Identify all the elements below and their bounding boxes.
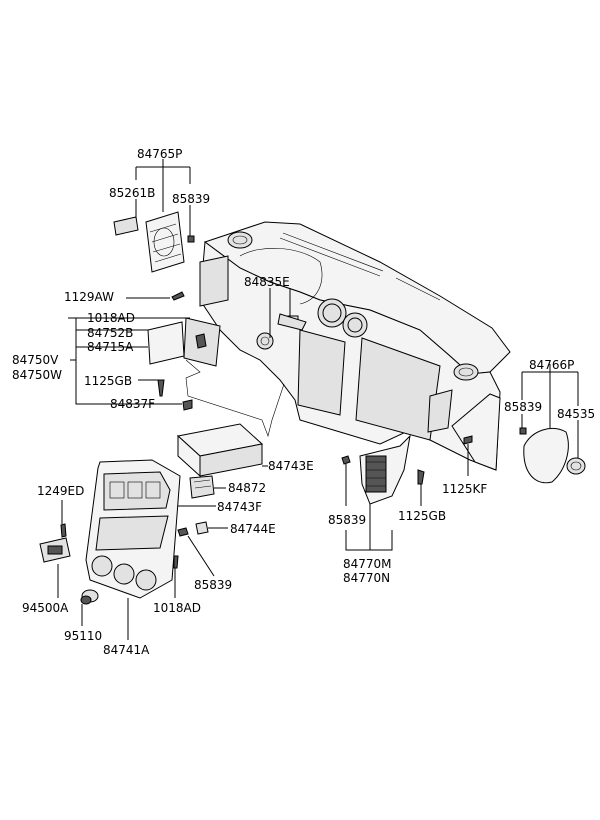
- end-cap-84766P: [519, 427, 586, 484]
- label-95110: 95110: [64, 629, 102, 643]
- label-85839-center: 85839: [194, 578, 232, 592]
- label-84770M: 84770M: [343, 557, 392, 571]
- label-1018AD-top: 1018AD: [87, 311, 135, 325]
- strip-84744E: [195, 521, 209, 535]
- label-1125GB-left: 1125GB: [84, 374, 132, 388]
- storage-box-84743E: [176, 423, 264, 478]
- holder-84872: [189, 475, 215, 499]
- label-1249ED: 1249ED: [37, 484, 84, 498]
- label-85261B: 85261B: [109, 186, 155, 200]
- label-84750W: 84750W: [12, 368, 62, 382]
- label-84741A: 84741A: [103, 643, 150, 657]
- label-1125GB-right: 1125GB: [398, 509, 446, 523]
- label-84743F: 84743F: [217, 500, 262, 514]
- label-1125KF: 1125KF: [442, 482, 487, 496]
- label-84752B: 84752B: [87, 326, 133, 340]
- label-94500A: 94500A: [22, 601, 69, 615]
- label-84715A: 84715A: [87, 340, 134, 354]
- switch-94500A: [39, 537, 71, 563]
- label-84750V: 84750V: [12, 353, 59, 367]
- center-fascia: [85, 459, 181, 599]
- label-84744E: 84744E: [230, 522, 276, 536]
- label-85839-right: 85839: [504, 400, 542, 414]
- label-84837F: 84837F: [110, 397, 155, 411]
- screw-1129AW: [171, 291, 185, 301]
- label-84535: 84535: [557, 407, 595, 421]
- lower-trim-84770M: [359, 434, 411, 505]
- dashboard-panel: [199, 221, 511, 471]
- label-84872: 84872: [228, 481, 266, 495]
- label-84743E: 84743E: [268, 459, 314, 473]
- lower-panel-assembly: [147, 317, 285, 438]
- left-speaker-grille: [113, 211, 195, 273]
- lighter-95110: [80, 589, 99, 605]
- label-85839-top: 85839: [172, 192, 210, 206]
- label-1018AD-bottom: 1018AD: [153, 601, 201, 615]
- label-84766P: 84766P: [529, 358, 574, 372]
- label-84765P: 84765P: [137, 147, 182, 161]
- label-84835E: 84835E: [244, 275, 290, 289]
- label-85839-lower: 85839: [328, 513, 366, 527]
- label-84770N: 84770N: [343, 571, 390, 585]
- label-1129AW: 1129AW: [64, 290, 114, 304]
